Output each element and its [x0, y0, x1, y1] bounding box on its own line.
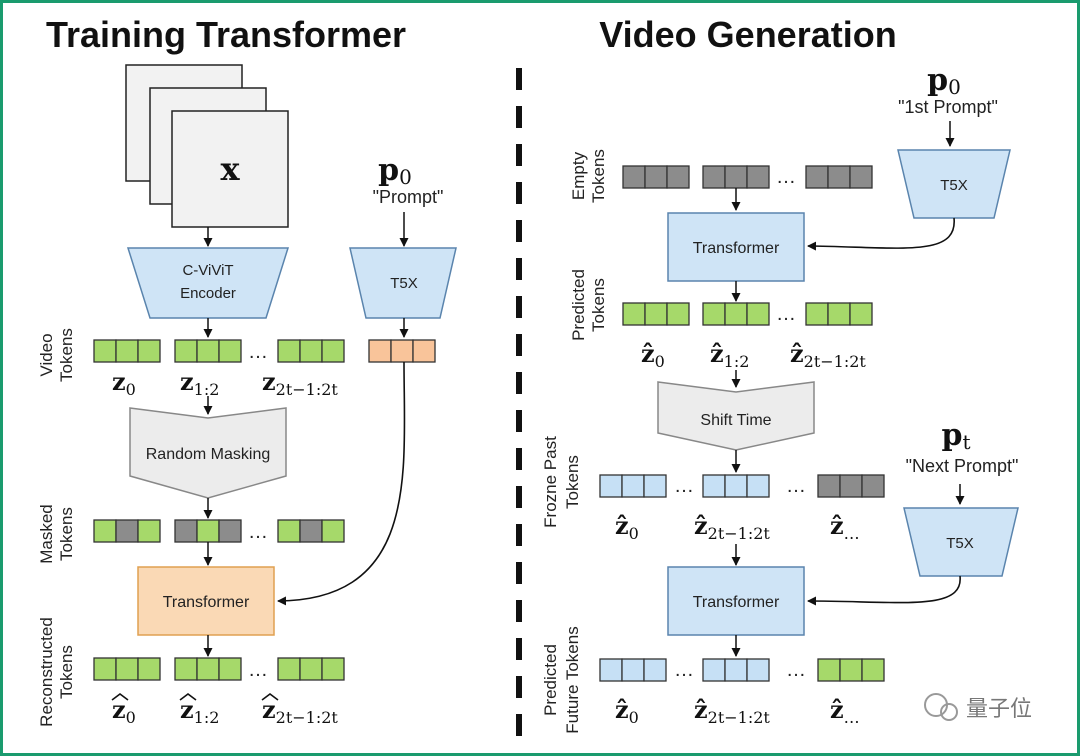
- shift-time-label: Shift Time: [700, 412, 771, 429]
- arrow-prompt-to-transformer: [277, 361, 406, 606]
- training-transformer-label: Transformer: [163, 594, 250, 611]
- recon-token-group-0: [93, 657, 161, 681]
- masked-tokens-ellipsis: …: [248, 521, 268, 543]
- recon-tokens-ellipsis: …: [248, 659, 268, 681]
- shift-time-block: [657, 381, 815, 451]
- random-masking-block: [129, 407, 287, 499]
- empty-tokens-label-line1: Empty: [569, 151, 588, 200]
- arrow-t5x2-transformer2: [807, 575, 961, 606]
- predicted-token-group-1: [702, 302, 770, 326]
- future-token-group-2: [817, 658, 885, 682]
- zhat2t-hat: [261, 693, 279, 701]
- empty-tokens-label-line2: Tokens: [589, 149, 608, 203]
- recon-tokens-label-line2: Tokens: [57, 645, 76, 699]
- predicted-tokens-label-line1: Predicted: [569, 269, 588, 341]
- video-tokens-ellipsis: …: [248, 341, 268, 363]
- future-zhat2t-label: ẑ2t−1:2t: [694, 695, 770, 727]
- video-tokens-label-line2: Tokens: [57, 328, 76, 382]
- random-masking-label: Random Masking: [146, 446, 271, 463]
- future-token-group-1: [702, 658, 770, 682]
- arrow-t5x1-transformer1: [807, 217, 955, 251]
- pred-zhat2t-label: ẑ2t−1:2t: [790, 339, 866, 371]
- right-title: Video Generation: [599, 14, 896, 55]
- frozen-ellipsis-2: …: [786, 475, 806, 497]
- frozen-token-group-0: [599, 474, 667, 498]
- video-frames-stack: [125, 64, 289, 228]
- gen-transformer-1-label: Transformer: [693, 240, 780, 257]
- frozen-zhat2t-label: ẑ2t−1:2t: [694, 511, 770, 543]
- frozen-token-group-1: [702, 474, 770, 498]
- recon-tokens-label-line1: Reconstructed: [37, 617, 56, 727]
- empty-token-group-0: [622, 165, 690, 189]
- future-tokens-label-line2: Future Tokens: [563, 626, 582, 733]
- input-x-label: x: [220, 150, 240, 188]
- encoder-label-line1: C-ViViT: [182, 262, 233, 279]
- future-ellipsis-2: …: [786, 659, 806, 681]
- video-tokens-label-line1: Video: [37, 333, 56, 376]
- future-zhat0-label: ẑ0: [615, 695, 639, 727]
- gen-transformer-2-block: [667, 566, 805, 636]
- predicted-tokens-ellipsis: …: [776, 303, 796, 325]
- masked-token-group-0: [93, 519, 161, 543]
- t5x-2-label: T5X: [946, 535, 974, 552]
- recon-token-group-2: [277, 657, 345, 681]
- zhat2t-label: z2t−1:2t: [262, 695, 338, 727]
- gen-transformer-1-block: [667, 212, 805, 282]
- training-transformer-block: [137, 566, 275, 636]
- empty-tokens-ellipsis: …: [776, 166, 796, 188]
- pt-symbol: pt: [941, 418, 970, 454]
- prompt-text: "Prompt": [373, 187, 444, 207]
- pred-zhat12-label: ẑ1:2: [710, 339, 749, 371]
- pt-text: "Next Prompt": [906, 456, 1019, 476]
- prompt-token-group: [368, 339, 436, 363]
- empty-token-group-1: [702, 165, 770, 189]
- p0-text: "1st Prompt": [898, 97, 998, 117]
- zhat12-hat: [179, 693, 197, 701]
- zhat0-label: z0: [112, 695, 136, 727]
- t5x-2-block: [903, 507, 1019, 577]
- gen-transformer-2-label: Transformer: [693, 594, 780, 611]
- future-zhat-dots-label: ẑ…: [830, 695, 860, 727]
- future-ellipsis-1: …: [674, 659, 694, 681]
- z2t-label: z2t−1:2t: [262, 367, 338, 399]
- masked-token-group-1: [174, 519, 242, 543]
- frozen-ellipsis-1: …: [674, 475, 694, 497]
- recon-token-group-1: [174, 657, 242, 681]
- zhat12-label: z1:2: [180, 695, 219, 727]
- masked-tokens-label-line1: Masked: [37, 504, 56, 564]
- frozen-token-group-2: [817, 474, 885, 498]
- frozen-zhat0-label: ẑ0: [615, 511, 639, 543]
- pred-zhat0-label: ẑ0: [641, 339, 665, 371]
- cvivit-encoder-block: [126, 247, 290, 319]
- left-title: Training Transformer: [46, 14, 406, 55]
- frozen-zhat-dots-label: ẑ…: [830, 511, 860, 543]
- p0-symbol: p0: [927, 63, 961, 99]
- future-token-group-0: [599, 658, 667, 682]
- watermark-text: 量子位: [966, 697, 1032, 722]
- frozen-tokens-label-line2: Tokens: [563, 455, 582, 509]
- t5x-label: T5X: [390, 275, 418, 292]
- predicted-token-group-2: [805, 302, 873, 326]
- t5x-1-label: T5X: [940, 177, 968, 194]
- video-token-group-0: [93, 339, 161, 363]
- video-token-group-1: [174, 339, 242, 363]
- t5x-1-block: [897, 149, 1011, 219]
- future-tokens-label-line1: Predicted: [541, 644, 560, 716]
- t5x-block: [349, 247, 457, 319]
- empty-token-group-2: [805, 165, 873, 189]
- z0-label: z0: [112, 367, 136, 399]
- predicted-tokens-label-line2: Tokens: [589, 278, 608, 332]
- zhat0-hat: [111, 693, 129, 701]
- prompt-symbol: p0: [378, 153, 412, 189]
- watermark: 量子位: [924, 693, 1032, 722]
- masked-token-group-2: [277, 519, 345, 543]
- video-token-group-2: [277, 339, 345, 363]
- masked-tokens-label-line2: Tokens: [57, 507, 76, 561]
- encoder-label-line2: Encoder: [180, 285, 236, 302]
- predicted-token-group-0: [622, 302, 690, 326]
- z12-label: z1:2: [180, 367, 219, 399]
- frozen-tokens-label-line1: Frozne Past: [541, 436, 560, 528]
